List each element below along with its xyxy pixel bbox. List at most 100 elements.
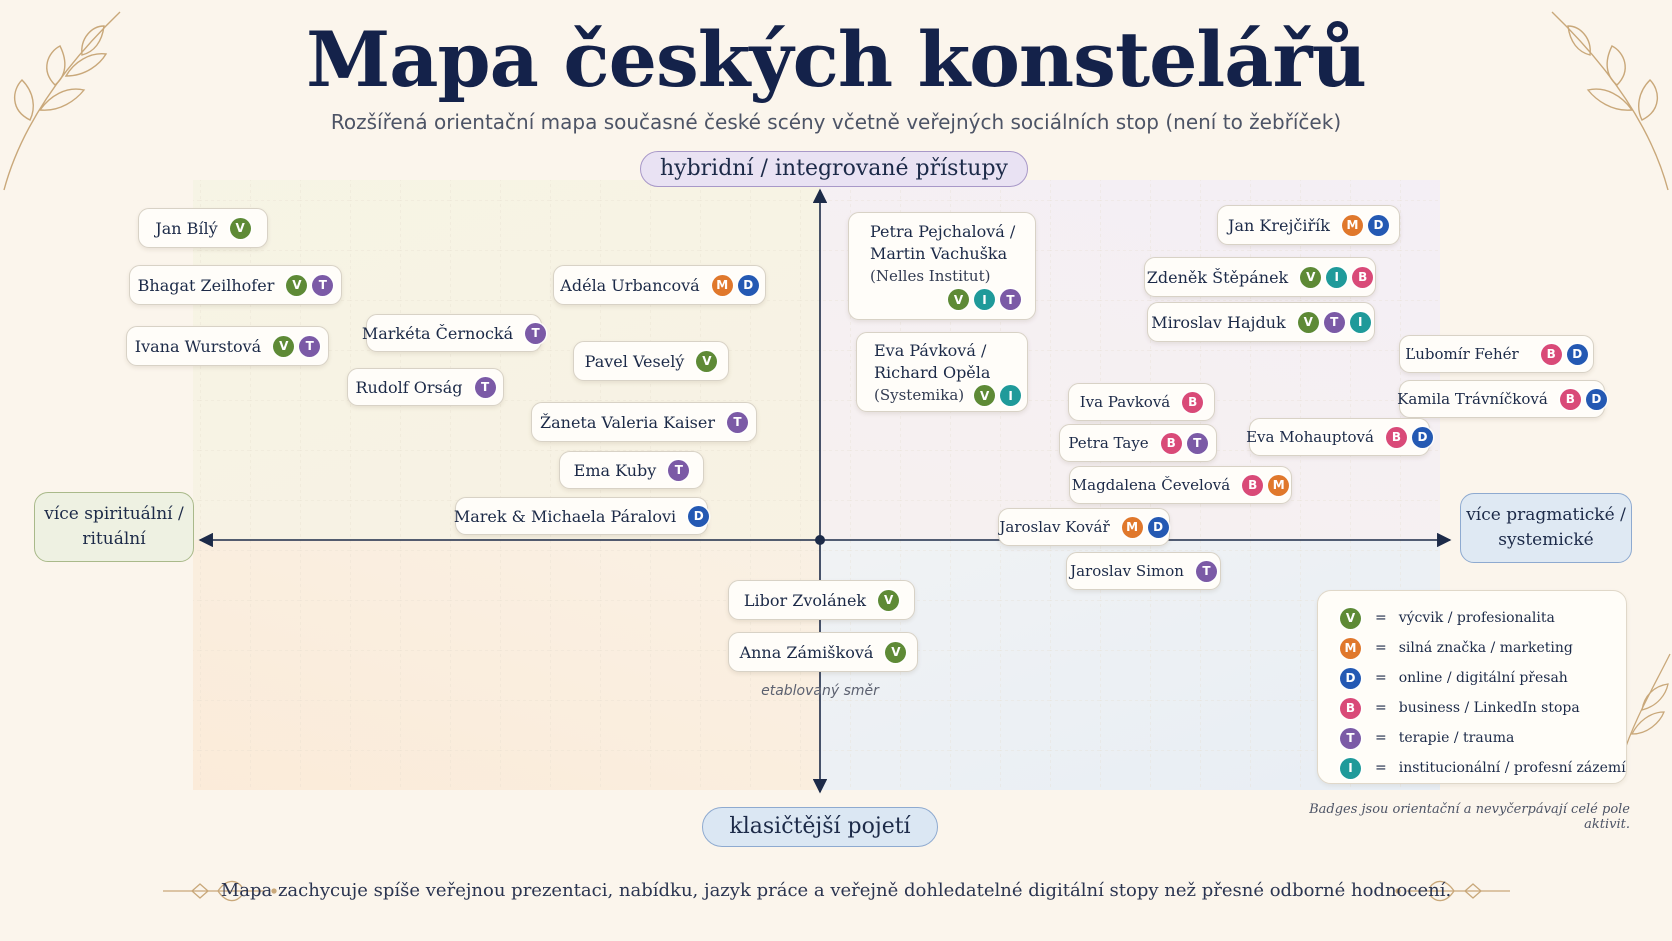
badge-group: T xyxy=(474,376,496,398)
badge-v: V xyxy=(1297,311,1319,333)
badge-v: V xyxy=(273,335,295,357)
axis-label-bottom: klasičtější pojetí xyxy=(702,807,938,847)
badge-b: B xyxy=(1385,426,1407,448)
badge-t: T xyxy=(1195,560,1217,582)
badge-b: B xyxy=(1242,474,1264,496)
legend-row: V = výcvik / profesionalita xyxy=(1340,603,1626,633)
legend-badge-t: T xyxy=(1340,727,1361,749)
badge-v: V xyxy=(885,641,907,663)
badge-t: T xyxy=(668,459,690,481)
badge-group: B xyxy=(1182,391,1204,413)
legend-equals: = xyxy=(1375,730,1387,746)
badge-d: D xyxy=(1585,388,1607,410)
badge-v: V xyxy=(878,589,900,611)
badge-b: B xyxy=(1182,391,1204,413)
badge-v: V xyxy=(229,217,251,239)
badge-t: T xyxy=(727,411,749,433)
legend-label: výcvik / profesionalita xyxy=(1398,610,1555,626)
legend-row: I=institucionální / profesní zázemí xyxy=(1340,753,1626,783)
badge-t: T xyxy=(1186,432,1208,454)
badge-t: T xyxy=(1323,311,1345,333)
legend-equals: = xyxy=(1375,760,1387,776)
legend-label: silná značka / marketing xyxy=(1398,640,1573,656)
badge-b: B xyxy=(1559,388,1581,410)
badge-i: I xyxy=(974,289,995,310)
badge-t: T xyxy=(474,376,496,398)
badge-group: V xyxy=(229,217,251,239)
axis-label-right: více pragmatické / systemické xyxy=(1460,493,1632,563)
badge-d: D xyxy=(737,274,759,296)
badge-b: B xyxy=(1540,343,1562,365)
badge-v: V xyxy=(286,274,308,296)
card-eva-pavkova-richard-opela[interactable]: Eva Pávková / Richard Opěla (Systemika)V… xyxy=(856,332,1028,412)
card-petra-pejchalova-martin-vachuska[interactable]: Petra Pejchalová / Martin Vachuška (Nell… xyxy=(848,212,1036,320)
legend-row: T = terapie / trauma xyxy=(1340,723,1626,753)
footer-ornament-left xyxy=(163,880,277,902)
legend-badge-v: V xyxy=(1340,607,1361,629)
badge-b: B xyxy=(1160,432,1182,454)
badge-v: V xyxy=(974,385,996,406)
legend-row: B=business / LinkedIn stopa xyxy=(1340,693,1626,723)
axis-label-top: hybridní / integrované přístupy xyxy=(640,151,1028,187)
badge-i: I xyxy=(1326,266,1348,288)
legend-badge-i: I xyxy=(1340,757,1361,779)
legend-label: terapie / trauma xyxy=(1398,730,1515,746)
badge-d: D xyxy=(688,505,710,527)
legend-equals: = xyxy=(1375,640,1387,656)
legend-badge-m: M xyxy=(1340,637,1361,659)
legend-equals: = xyxy=(1375,610,1387,626)
badge-m: M xyxy=(711,274,733,296)
badge-d: D xyxy=(1566,343,1588,365)
badge-i: I xyxy=(1000,385,1022,406)
page-subtitle: Rozšířená orientační mapa současné české… xyxy=(330,110,1342,134)
badge-group: D xyxy=(688,505,710,527)
badge-t: T xyxy=(312,274,334,296)
leaf-ornament-top-left xyxy=(3,11,121,191)
badge-group: T xyxy=(668,459,690,481)
page-title: Mapa českých konstelářů xyxy=(306,15,1367,104)
legend-badge-d: D xyxy=(1340,667,1361,689)
badge-m: M xyxy=(1341,214,1363,236)
legend-row: M = silná značka / marketing xyxy=(1340,633,1626,663)
badge-t: T xyxy=(1000,289,1021,310)
badge-group: T xyxy=(727,411,749,433)
legend-row: D=online / digitální přesah xyxy=(1340,663,1626,693)
legend-label: online / digitální přesah xyxy=(1398,670,1568,686)
